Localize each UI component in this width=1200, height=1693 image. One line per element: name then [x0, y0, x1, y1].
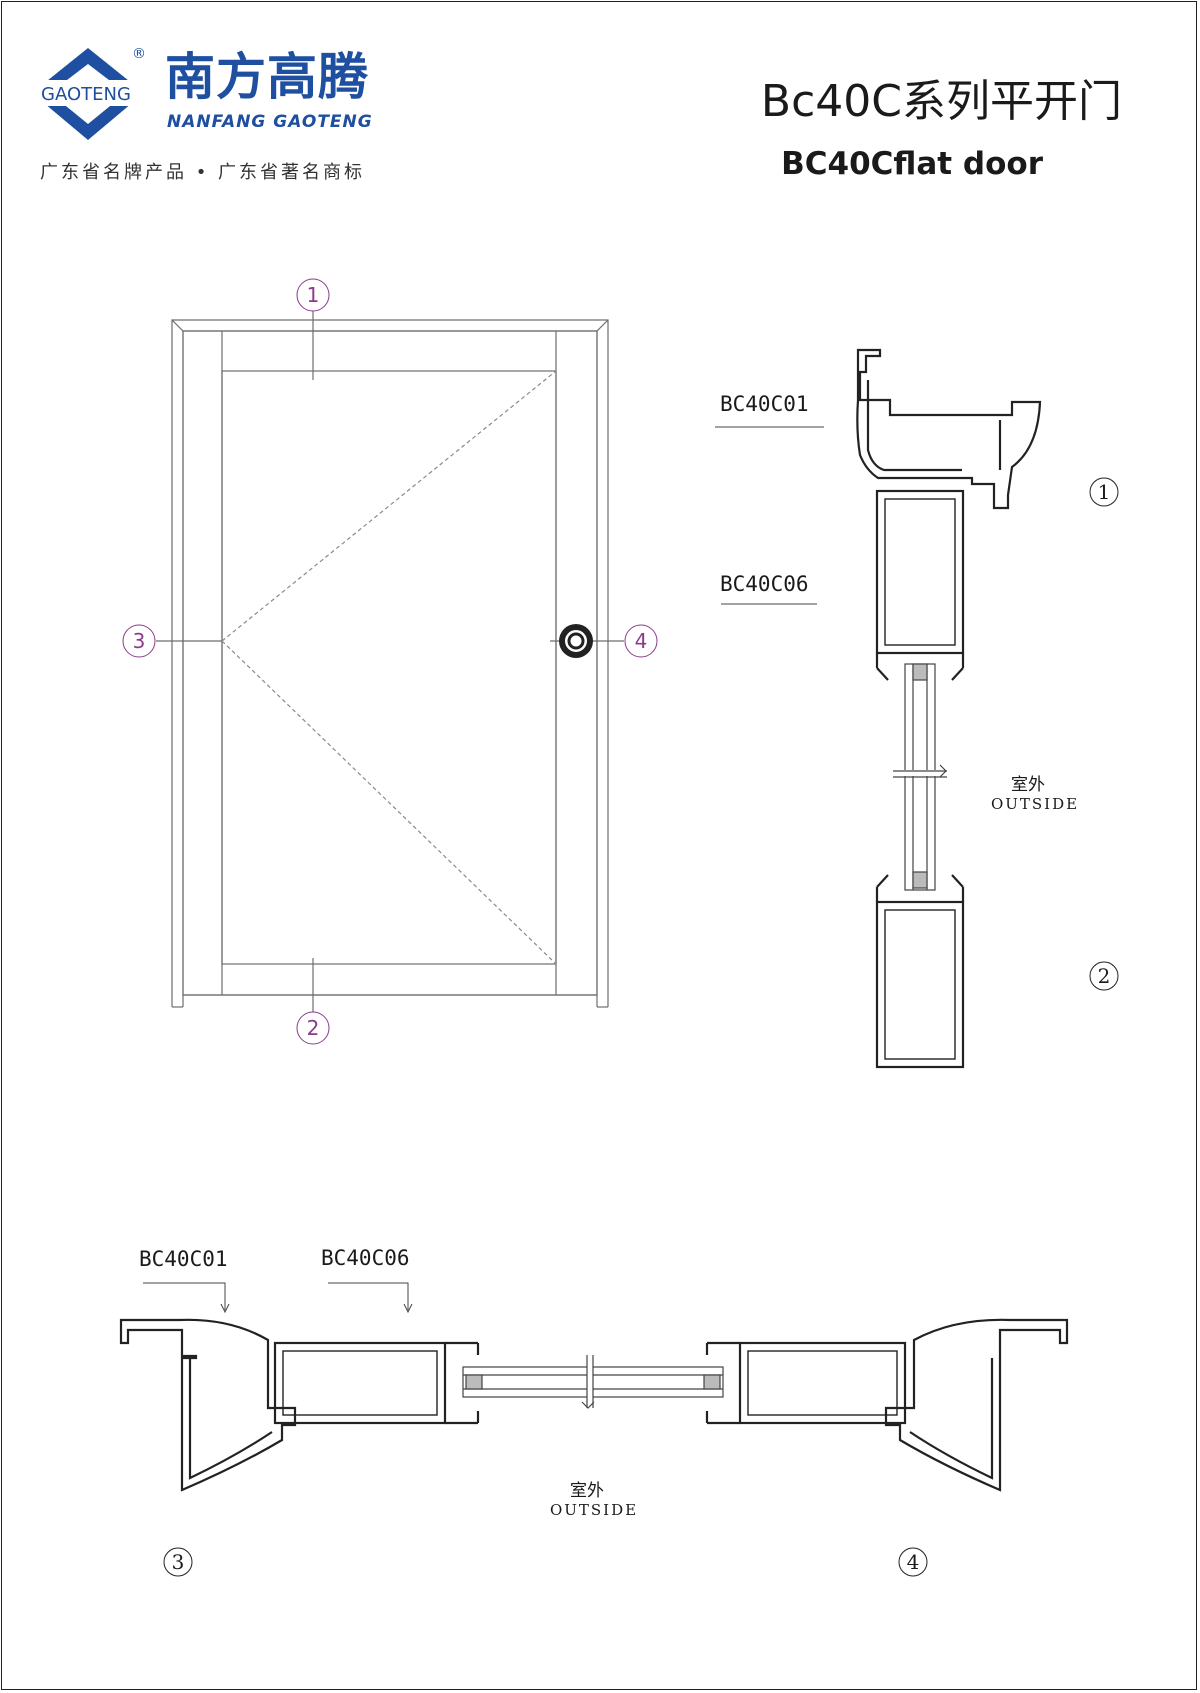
horizontal-marker-4: 4: [898, 1547, 928, 1577]
horizontal-glass: [462, 1355, 724, 1409]
horizontal-label-bc40c01: BC40C01: [139, 1247, 228, 1271]
elevation-marker-2: 2: [296, 1011, 330, 1045]
elevation-marker-3: 3: [122, 624, 156, 658]
logo-text: GAOTENG: [41, 84, 131, 105]
svg-text:3: 3: [133, 629, 146, 653]
svg-text:2: 2: [1098, 964, 1111, 988]
horizontal-marker-3: 3: [163, 1547, 193, 1577]
vertical-section: [856, 348, 1042, 1069]
vertical-label-bc40c06: BC40C06: [720, 572, 809, 596]
vertical-label-bc40c01: BC40C01: [720, 392, 809, 416]
horizontal-outside-en: OUTSIDE: [550, 1501, 638, 1519]
vertical-glass: [893, 663, 947, 891]
svg-text:3: 3: [172, 1550, 185, 1574]
door-elevation: [156, 311, 624, 1013]
svg-text:1: 1: [307, 283, 320, 307]
svg-text:4: 4: [635, 629, 648, 653]
vertical-outside-en: OUTSIDE: [991, 795, 1079, 813]
registered-mark: ®: [132, 46, 146, 62]
brand-slogan: 广东省名牌产品 • 广东省著名商标: [40, 162, 366, 183]
svg-text:1: 1: [1098, 480, 1111, 504]
elevation-marker-4: 4: [624, 624, 658, 658]
elevation-marker-1: 1: [296, 278, 330, 312]
horizontal-label-bc40c06: BC40C06: [321, 1246, 410, 1270]
door-handle: [559, 624, 593, 658]
vertical-marker-1: 1: [1089, 477, 1119, 507]
page-title: Bc40C系列平开门: [760, 76, 1122, 127]
horizontal-section: [119, 1318, 1069, 1492]
page-subtitle: BC40Cflat door: [781, 146, 1043, 182]
svg-text:4: 4: [907, 1550, 920, 1574]
horizontal-outside-cn: 室外: [570, 1481, 604, 1501]
horizontal-leaders: [143, 1282, 413, 1314]
brand-name-en: NANFANG GAOTENG: [167, 112, 373, 132]
brand-name-cn: 南方高腾: [165, 48, 369, 106]
vertical-outside-cn: 室外: [1011, 775, 1045, 795]
svg-text:2: 2: [307, 1016, 320, 1040]
vertical-marker-2: 2: [1089, 961, 1119, 991]
gaoteng-logo: GAOTENG ®: [22, 46, 150, 140]
